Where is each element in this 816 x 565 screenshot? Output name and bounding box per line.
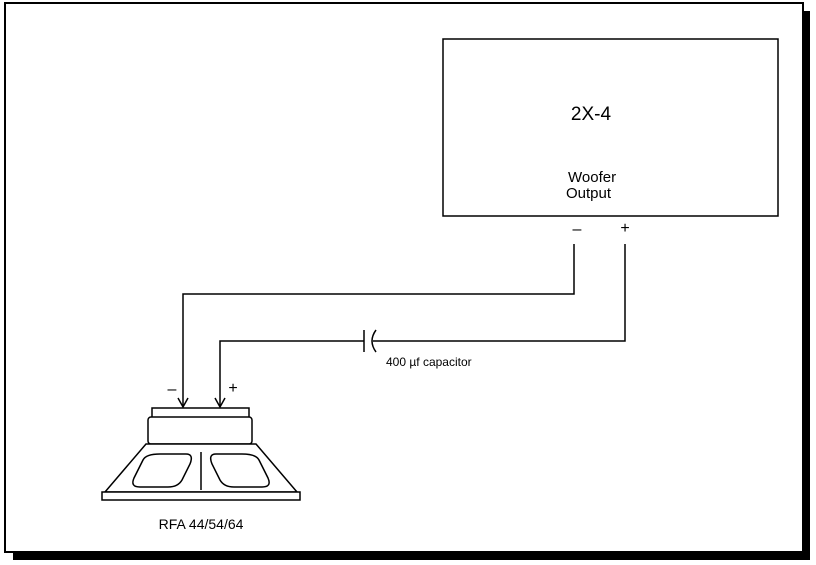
amp-plus-terminal: +: [620, 220, 629, 237]
amp-minus-terminal: –: [573, 221, 582, 238]
speaker-icon: [101, 407, 301, 501]
positive-wire-amp-side: [373, 244, 626, 342]
speaker-plus-terminal: +: [228, 380, 237, 397]
woofer-output-label-line1: Woofer: [568, 169, 616, 186]
positive-wire-speaker-side: [219, 340, 364, 406]
amplifier-box: 2X-4 Woofer Output: [442, 38, 779, 217]
positive-wire-arrow: [214, 397, 226, 409]
negative-wire: [182, 244, 575, 406]
negative-wire-arrow: [177, 397, 189, 409]
amplifier-model-label: 2X-4: [571, 104, 612, 125]
speaker-model-label: RFA 44/54/64: [159, 516, 244, 532]
capacitor-label: 400 µf capacitor: [386, 355, 472, 369]
woofer-output-label-line2: Output: [566, 185, 612, 202]
speaker-minus-terminal: –: [168, 381, 177, 398]
